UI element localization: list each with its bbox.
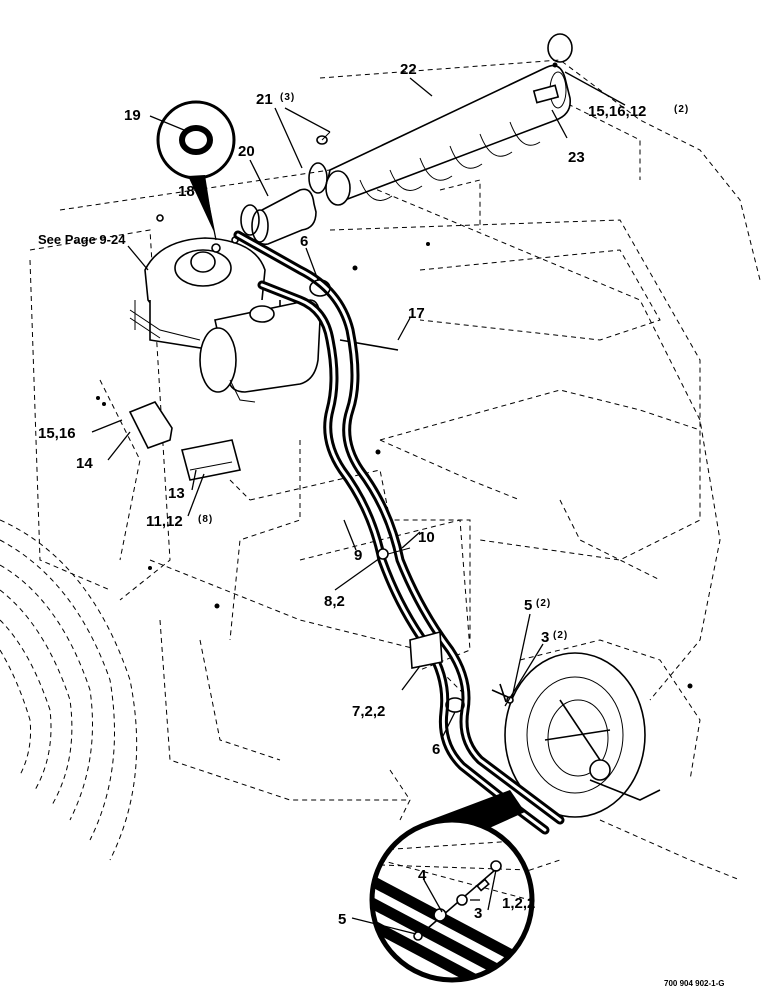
bracket-7 [409,630,443,669]
bracket-14 [96,396,173,449]
label-see-page: See Page 9-24 [38,232,126,247]
label-5-top: 5 [524,597,532,614]
label-7-2-2: 7,2,2 [352,703,385,720]
label-5-bottom: 5 [338,911,346,928]
label-15-16-12: 15,16,12 [588,103,646,120]
label-15-16-12-qty: (2) [674,104,689,115]
label-5-top-qty: (2) [536,598,551,609]
label-13: 13 [168,485,185,502]
callout-labels: 22 21 (3) 19 20 15,16,12 (2) 23 18 See P… [38,61,725,988]
label-17: 17 [408,305,425,322]
label-20: 20 [238,143,255,160]
fasteners [148,214,693,689]
clips-5-3-top [491,683,514,704]
label-9: 9 [354,547,362,564]
label-8-2: 8,2 [324,593,345,610]
label-3-top: 3 [541,629,549,646]
fuel-hoses [233,230,565,835]
label-22: 22 [400,61,417,78]
label-14: 14 [76,455,93,472]
hose-clamp-6-top [309,279,331,297]
label-21: 21 [256,91,273,108]
tube-end-clamp [532,33,573,104]
label-11-12-qty: (8) [198,514,213,525]
machine-body-outline [29,59,761,881]
label-3-bottom: 3 [474,905,482,922]
detail-circle-bottom [369,790,535,983]
label-21-qty: (3) [280,92,295,103]
tire-left [0,519,138,861]
figure-code: 700 904 902-1-G [664,979,725,988]
wheel-right [504,652,661,818]
fuel-tank-assembly [129,236,321,403]
label-19: 19 [124,107,141,124]
label-10: 10 [418,529,435,546]
label-6-top: 6 [300,233,308,250]
label-23: 23 [568,149,585,166]
fill-tube-22 [325,64,572,206]
label-1-2-2: 1,2,2 [502,895,535,912]
detail-circle-19 [156,100,236,232]
label-3-top-qty: (2) [553,630,568,641]
label-15-16: 15,16 [38,425,76,442]
label-11-12: 11,12 [146,513,183,530]
plate-13 [181,439,241,481]
label-4: 4 [418,867,427,884]
clip-8 [377,547,411,560]
leader-lines [91,71,626,935]
label-18: 18 [178,183,195,200]
label-6-bottom: 6 [432,741,440,758]
